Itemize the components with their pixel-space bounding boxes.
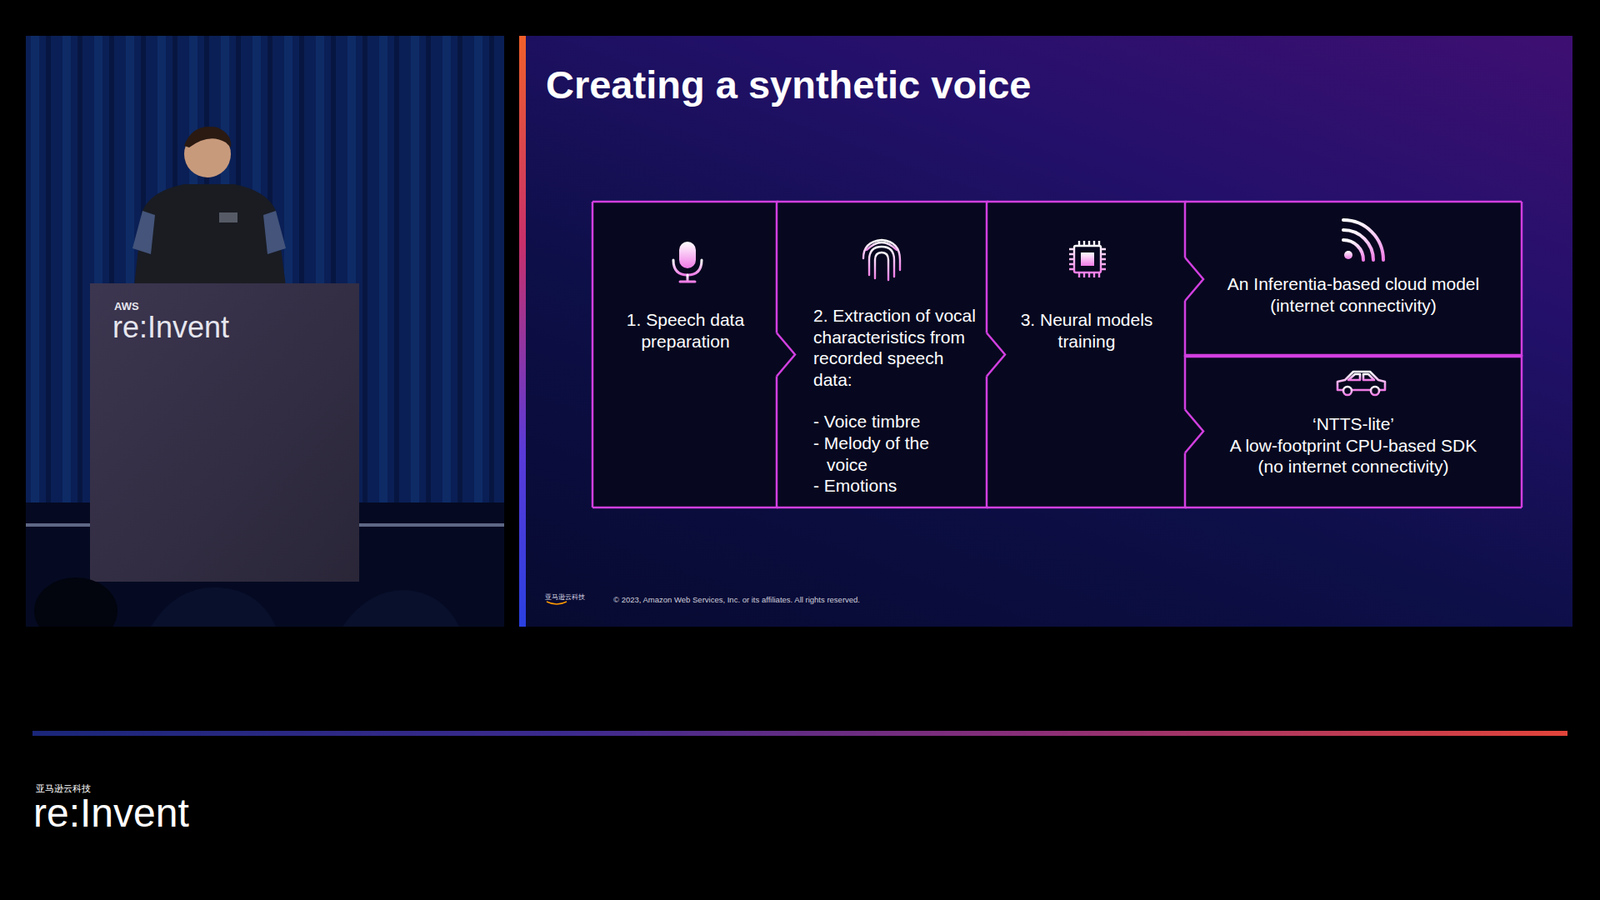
box-border [1185, 506, 1522, 510]
box-border [776, 200, 989, 204]
box-border [986, 506, 1187, 510]
speaker-sleeve [263, 210, 286, 255]
audience-head [34, 577, 118, 627]
box-text-area: 2. Extraction of vocal characteristics f… [813, 305, 980, 497]
box-border [1184, 453, 1187, 509]
list-item: - Voice timbre [813, 410, 969, 433]
car-windows [1348, 374, 1375, 380]
box-label: 3. Neural models training [1011, 309, 1162, 352]
box-label: 2. Extraction of vocal characteristics f… [813, 305, 980, 390]
podium-logo: re:Invent [112, 310, 230, 345]
signal-arc [1343, 240, 1364, 260]
print-ridge [880, 260, 883, 282]
box-border [1184, 201, 1187, 258]
speaker-video [25, 35, 505, 627]
box-border [775, 376, 779, 509]
box-fill [986, 201, 1187, 508]
box-border [1184, 300, 1187, 357]
curtain [25, 35, 505, 627]
box-text-area: An Inferentia-based cloud model (interne… [1211, 273, 1495, 316]
chip-pins [1069, 240, 1106, 278]
chip-icon [1069, 240, 1106, 278]
speaker-hair [184, 126, 231, 148]
fingerprint-icon [863, 240, 900, 282]
process-box: 1. Speech data preparation [592, 201, 779, 508]
box-fill [1185, 355, 1522, 508]
process-box: ‘NTTS-lite’A low-footprint CPU-based SDK… [1185, 355, 1522, 508]
chevron-connector [776, 333, 795, 377]
seat [150, 587, 276, 627]
process-box: 2. Extraction of vocal characteristics f… [776, 201, 989, 508]
box-border [776, 506, 989, 510]
seat [342, 590, 460, 627]
wifi-icon [1343, 220, 1384, 260]
gradient-bar [32, 730, 1568, 736]
chevron-connector [1185, 410, 1204, 454]
car-wheel [1370, 386, 1380, 395]
box-border [775, 201, 779, 334]
mic-holder [673, 260, 702, 275]
box-border [592, 506, 779, 510]
microphone-icon [673, 241, 702, 282]
box-border [1185, 354, 1522, 357]
box-text-area: ‘NTTS-lite’A low-footprint CPU-based SDK… [1220, 413, 1487, 478]
box-border [985, 376, 989, 509]
box-border [1184, 355, 1187, 410]
signal-arc [1343, 220, 1384, 260]
mic-stand [680, 275, 695, 282]
chip-body [1074, 245, 1101, 273]
slide-title: Creating a synthetic voice [545, 61, 1031, 108]
signal-dot [1344, 250, 1353, 260]
speaker-badge [219, 212, 238, 223]
box-border [592, 200, 779, 204]
process-box: 3. Neural models training [986, 201, 1187, 508]
chevron-connector [986, 333, 1005, 377]
box-fill [1185, 201, 1522, 357]
box-fill [592, 201, 779, 508]
speaker [132, 126, 286, 286]
box-border [591, 201, 595, 508]
speaker-vest [134, 184, 286, 286]
copyright-note: © 2023, Amazon Web Services, Inc. or its… [613, 595, 860, 605]
slide-logo: 亚马逊云科技 [545, 592, 585, 602]
box-heading: ‘NTTS-lite’ [1220, 413, 1487, 435]
chevron-connector [1185, 257, 1204, 301]
box-label: An Inferentia-based cloud model (interne… [1211, 273, 1495, 316]
podium [90, 283, 360, 582]
box-border [1185, 200, 1522, 204]
process-box: An Inferentia-based cloud model (interne… [1185, 201, 1522, 357]
box-border [986, 200, 1187, 204]
box-border [1185, 355, 1522, 359]
list-item: - Emotions [813, 475, 969, 497]
box-text-area: 3. Neural models training [1011, 309, 1162, 352]
chip-core [1080, 252, 1095, 266]
box-border [985, 201, 989, 334]
mic-capsule [679, 241, 696, 269]
box-border [1520, 201, 1524, 357]
box-fill [776, 201, 989, 508]
box-text-area: 1. Speech data preparation [615, 309, 757, 352]
speaker-sleeve [132, 210, 155, 255]
box-label: 1. Speech data preparation [615, 309, 757, 352]
signal-arc [1343, 230, 1374, 260]
stage-scene [25, 35, 505, 627]
event-watermark: re:Invent [33, 790, 190, 836]
slide-edge-strip [519, 35, 526, 627]
box-border [1520, 355, 1524, 508]
car-wheel [1343, 386, 1352, 395]
logo-smile [546, 601, 567, 605]
list-item: - Melody of the voice [813, 432, 969, 475]
box-label: A low-footprint CPU-based SDK (no intern… [1220, 435, 1487, 478]
car-icon [1337, 371, 1385, 395]
